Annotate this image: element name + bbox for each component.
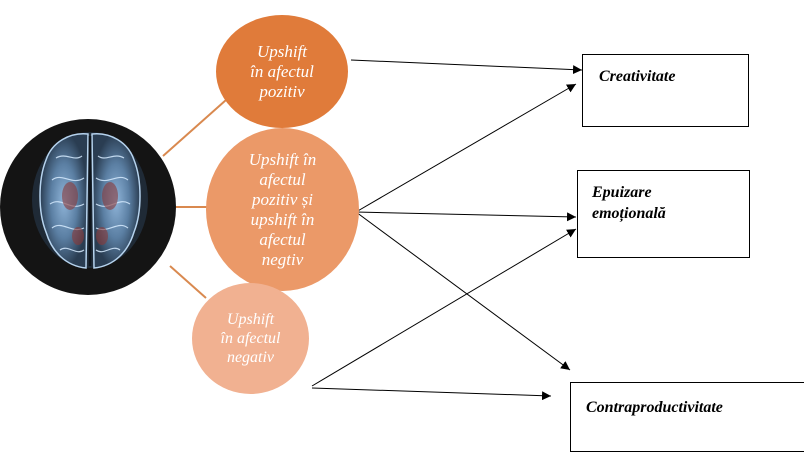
creativitate-box: Creativitate xyxy=(582,54,749,127)
contraproductivitate-box: Contraproductivitate xyxy=(570,382,804,452)
epuizare-emotionala-box: Epuizare emoțională xyxy=(577,170,750,258)
connector-line xyxy=(169,265,207,299)
arrow-negativ-to-contraproductivitate xyxy=(311,387,552,401)
upshift-pozitiv-circle: Upshift în afectul pozitiv xyxy=(216,15,348,128)
creativitate-label: Creativitate xyxy=(599,68,676,85)
arrow-pozitiv-to-creativitate xyxy=(350,59,583,75)
epuizare-label-line-1: Epuizare xyxy=(592,184,652,201)
brain-connectors xyxy=(162,99,227,299)
connector-line xyxy=(162,99,227,157)
upshift-mixt-label: Upshift în afectul pozitiv și upshift în… xyxy=(248,149,317,269)
upshift-negativ-label: Upshift în afectul negativ xyxy=(220,311,281,366)
contraproductivitate-label: Contraproductivitate xyxy=(586,399,723,416)
arrow-mixt-to-epuizare xyxy=(355,211,577,222)
epuizare-label-line-2: emoțională xyxy=(592,205,666,222)
upshift-mixt-circle: Upshift în afectul pozitiv și upshift în… xyxy=(206,128,359,291)
upshift-negativ-circle: Upshift în afectul negativ xyxy=(192,283,309,394)
arrow-negativ-to-epuizare xyxy=(311,228,577,387)
brain-icon xyxy=(0,119,176,295)
arrow-mixt-to-contraproductivitate xyxy=(355,211,571,371)
arrows xyxy=(311,59,583,401)
arrow-mixt-to-creativitate xyxy=(355,83,577,213)
upshift-pozitiv-label: Upshift în afectul pozitiv xyxy=(250,41,314,101)
